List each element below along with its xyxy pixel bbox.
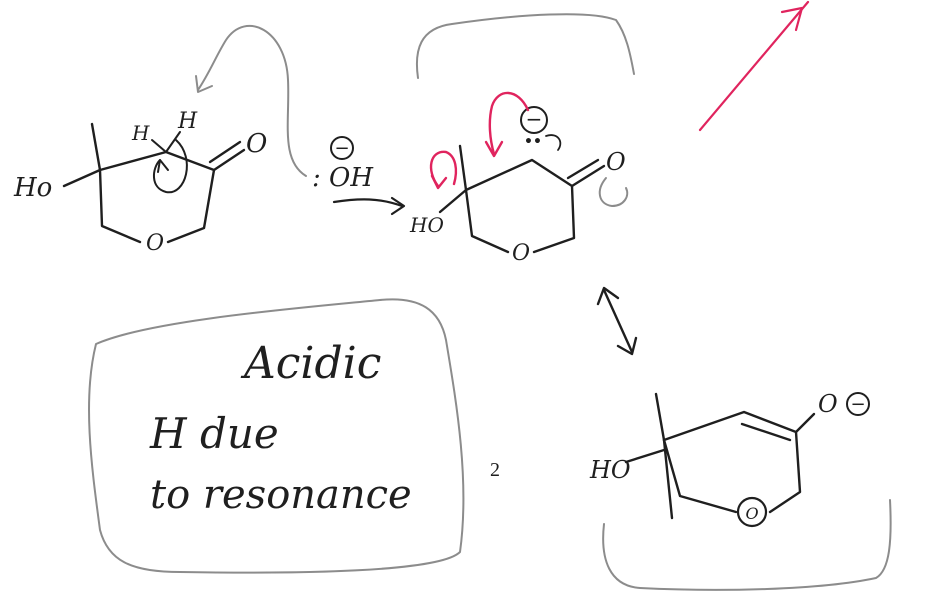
enolate-a-lone-pair: •• [524, 134, 542, 150]
enolate-a-carbonyl-bond [566, 158, 606, 188]
enolate-b-charge-circle [846, 392, 870, 416]
page-number: 2 [490, 459, 500, 481]
enolate-b-double-bond [740, 422, 792, 442]
enolate-b-minus: − [850, 394, 865, 415]
red-long-arrow-head-icon [780, 6, 804, 32]
reactant-ring-o: O [146, 231, 164, 256]
resonance-arrow-head-bottom [616, 336, 638, 356]
resonance-arrow-shaft [602, 288, 634, 354]
small-curved-arrow-icon [545, 134, 562, 151]
enolate-a-carbonyl-o: O [606, 148, 626, 176]
reactant-h-label-1: H [131, 121, 150, 145]
enolate-bracket-top [415, 13, 635, 79]
enolate-a-minus: − [526, 107, 543, 131]
enolate-b-ring [662, 410, 802, 514]
reactant-molecule: Ho H H O O [13, 109, 267, 256]
enolate-b-co-bond [794, 412, 816, 434]
enolate-bracket-bottom [602, 499, 892, 591]
enolate-b-oxygen: O [818, 390, 838, 418]
red-arrow-head-2-icon [484, 140, 504, 158]
pencil-carbonyl-arrow-icon [598, 177, 629, 207]
reactant-h-label-2: H [177, 109, 198, 134]
note-line-1: Acidic [240, 338, 381, 389]
reagent-minus: − [334, 138, 349, 159]
electron-push-arrows [429, 0, 810, 207]
enolate-a-ho-label: HO [409, 213, 444, 237]
reactant-ho-bond [62, 168, 102, 188]
enolate-b-methyl-bond [654, 392, 666, 442]
reactant-methyl-bond [90, 122, 102, 172]
enolate-b-molecule: HO O − O [589, 390, 870, 528]
arrow-head-icon [157, 159, 169, 173]
red-curved-arrow-2-icon [488, 91, 530, 156]
enolate-a-ring-o: O [512, 241, 530, 266]
note-line-3: to resonance [150, 472, 412, 518]
note-box-border [87, 298, 465, 574]
enolate-a-charge-circle [520, 106, 548, 134]
enolate-b-ring-o-circle [736, 496, 768, 528]
reaction-arrow-head-icon [390, 196, 406, 216]
enolate-b-ho-bond [624, 448, 666, 464]
resonance-arrow-head-top [596, 286, 620, 306]
reactant-h-bonds [151, 131, 181, 153]
enolate-a-ho-bond [438, 188, 468, 214]
reagent-label: : OH [312, 163, 374, 193]
reactant-carbonyl-o: O [246, 129, 267, 159]
enolate-a-methyl-bond [458, 144, 468, 192]
enolate-b-ho-label: HO [589, 456, 631, 484]
note-box: Acidic H due to resonance [87, 298, 465, 574]
resonance-arrow-icon [596, 286, 638, 356]
red-arrow-head-1-icon [430, 174, 448, 190]
enolate-a-molecule: − •• HO O O [409, 106, 626, 266]
pencil-curved-arrow [197, 24, 307, 177]
enolate-b-ring-o: O [745, 504, 758, 523]
red-curved-arrow-icon [429, 150, 458, 188]
enolate-b-stem [662, 438, 674, 520]
reactant-carbonyl-bond [208, 140, 246, 172]
curved-arrow-icon [153, 139, 188, 194]
reaction-arrow-icon [332, 198, 404, 208]
pencil-arrow-head-icon [195, 75, 213, 93]
enolate-a-ring [464, 158, 576, 254]
reagent-charge-circle [330, 136, 354, 160]
note-line-2: H due [149, 409, 279, 458]
hydroxide-reagent: − : OH [312, 136, 374, 193]
reactant-ho-label: Ho [13, 173, 52, 203]
red-long-arrow-icon [698, 0, 810, 132]
